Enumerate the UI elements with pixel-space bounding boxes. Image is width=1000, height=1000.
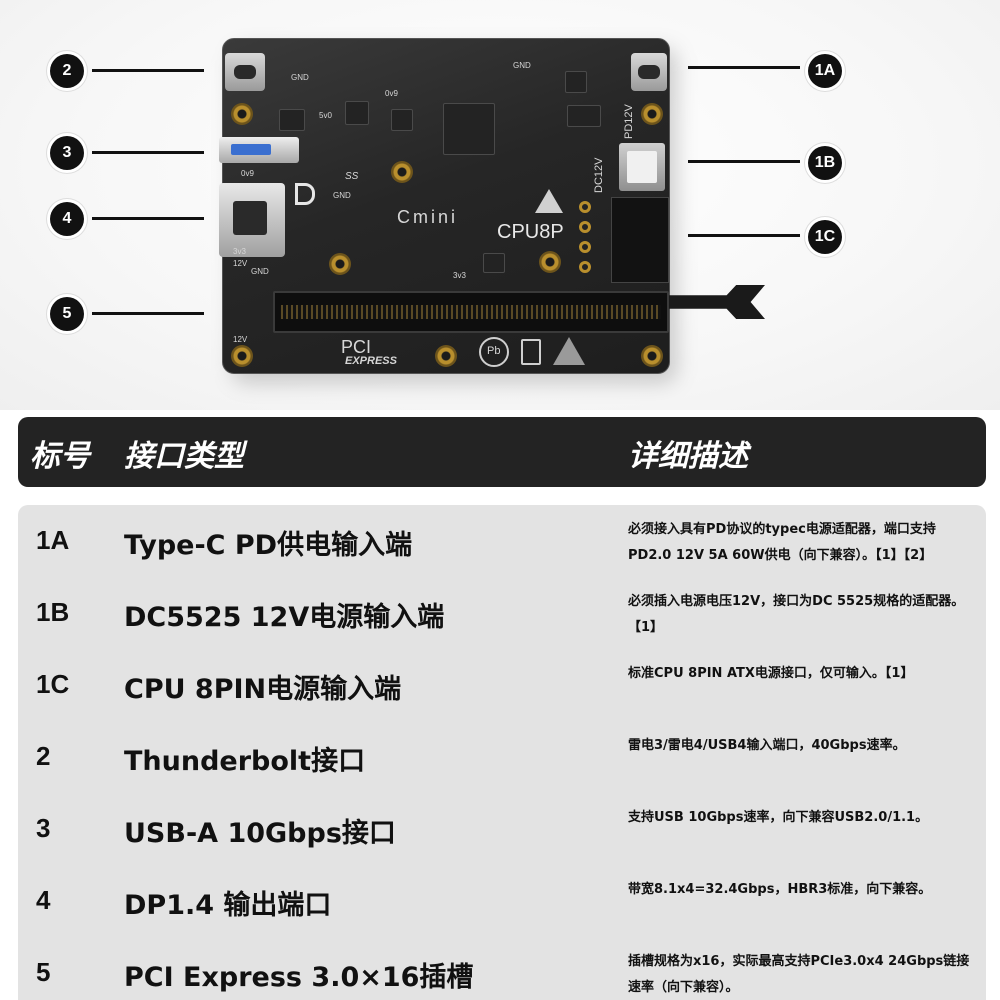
row-type: PCI Express 3.0×16插槽 — [124, 962, 474, 993]
pcb-board: Cmini CPU8P PD12V DC12V 5v0 0v9 0v9 GND … — [219, 38, 765, 374]
callout-line — [92, 312, 204, 315]
small-chip — [391, 109, 413, 131]
mounting-hole — [329, 253, 351, 275]
row-type: USB-A 10Gbps接口 — [124, 818, 396, 849]
row-desc: 带宽8.1x4=32.4Gbps，HBR3标准，向下兼容。 — [628, 882, 932, 897]
typec-pd-port — [631, 53, 667, 91]
pb-label: Pb — [487, 345, 501, 357]
displayport-logo — [295, 183, 315, 205]
callout-number: 2 — [50, 54, 84, 88]
row-code: 4 — [36, 885, 51, 915]
small-chip — [567, 105, 601, 127]
small-chip — [279, 109, 305, 131]
callout-line — [92, 69, 204, 72]
dc-jack — [619, 143, 665, 191]
pcie-latch — [669, 285, 765, 319]
v33-label: 3v3 — [453, 271, 466, 280]
usb-a-port — [219, 137, 299, 163]
cpu8p-label: CPU8P — [497, 221, 564, 243]
callout-line — [688, 234, 800, 237]
pd12v-label: PD12V — [623, 104, 635, 139]
row-code: 5 — [36, 957, 51, 987]
pin-row — [573, 199, 607, 275]
row-type: DC5525 12V电源输入端 — [124, 602, 445, 633]
lead-free-icon: Pb — [479, 337, 509, 367]
warning-icon — [535, 189, 563, 213]
weee-bin-icon — [521, 339, 541, 365]
v5-label: 5v0 — [319, 111, 332, 120]
row-type: CPU 8PIN电源输入端 — [124, 674, 402, 705]
superspeed-label: SS — [345, 171, 359, 182]
dp-port — [219, 183, 285, 257]
small-chip — [483, 253, 505, 273]
table-row: 1B DC5525 12V电源输入端 必须插入电源电压12V，接口为DC 552… — [18, 577, 986, 649]
header-type: 接口类型 — [124, 439, 244, 474]
callout-number: 5 — [50, 297, 84, 331]
controller-chip — [443, 103, 495, 155]
v09-label: 0v9 — [385, 89, 398, 98]
row-desc: 标准CPU 8PIN ATX电源接口，仅可输入。【1】 — [628, 666, 914, 681]
cmini-label: Cmini — [397, 207, 459, 227]
table-body: 1A Type-C PD供电输入端 必须接入具有PD协议的typec电源适配器，… — [18, 505, 986, 1000]
callout-line — [688, 160, 800, 163]
row-type: Type-C PD供电输入端 — [124, 530, 413, 561]
callout-line — [92, 151, 204, 154]
row-code: 3 — [36, 813, 51, 843]
callout-number: 1A — [808, 54, 842, 88]
v09-label: 0v9 — [241, 169, 254, 178]
small-chip — [345, 101, 369, 125]
callout-number: 1B — [808, 146, 842, 180]
v33-label: 3v3 — [233, 247, 246, 256]
mounting-hole — [435, 345, 457, 367]
gnd-label: GND — [251, 267, 269, 276]
dc12v-label: DC12V — [593, 157, 605, 193]
express-logo-text: EXPRESS — [345, 355, 397, 367]
callout-number: 4 — [50, 202, 84, 236]
callout-number: 3 — [50, 136, 84, 170]
gnd-label: GND — [513, 61, 531, 70]
header-code: 标号 — [30, 439, 90, 474]
ce-triangle-icon — [553, 337, 585, 365]
row-desc: 雷电3/雷电4/USB4输入端口，40Gbps速率。 — [628, 738, 906, 753]
row-desc: 必须插入电源电压12V，接口为DC 5525规格的适配器。【1】 — [628, 594, 965, 635]
pcie-slot — [273, 291, 669, 333]
small-chip — [565, 71, 587, 93]
row-desc: 插槽规格为x16，实际最高支持PCIe3.0x4 24Gbps链接速率（向下兼容… — [628, 954, 970, 995]
mounting-hole — [641, 103, 663, 125]
row-code: 2 — [36, 741, 51, 771]
mounting-hole — [391, 161, 413, 183]
mounting-hole — [231, 345, 253, 367]
row-code: 1C — [36, 669, 70, 699]
callout-line — [92, 217, 204, 220]
table-row: 5 PCI Express 3.0×16插槽 插槽规格为x16，实际最高支持PC… — [18, 937, 986, 1000]
table-header: 标号 接口类型 详细描述 — [18, 417, 986, 487]
board-illustration: Cmini CPU8P PD12V DC12V 5v0 0v9 0v9 GND … — [0, 0, 1000, 410]
row-code: 1B — [36, 597, 70, 627]
cpu-8pin-connector — [611, 197, 669, 283]
callout-number: 1C — [808, 220, 842, 254]
row-desc: 支持USB 10Gbps速率，向下兼容USB2.0/1.1。 — [628, 810, 929, 825]
row-type: Thunderbolt接口 — [124, 746, 366, 777]
gnd-label: GND — [333, 191, 351, 200]
row-code: 1A — [36, 525, 70, 555]
table-row: 1C CPU 8PIN电源输入端 标准CPU 8PIN ATX电源接口，仅可输入… — [18, 649, 986, 721]
mounting-hole — [539, 251, 561, 273]
row-type: DP1.4 输出端口 — [124, 890, 332, 921]
row-desc: 必须接入具有PD协议的typec电源适配器，端口支持PD2.0 12V 5A 6… — [628, 522, 936, 563]
table-row: 2 Thunderbolt接口 雷电3/雷电4/USB4输入端口，40Gbps速… — [18, 721, 986, 793]
thunderbolt-port — [225, 53, 265, 91]
header-desc: 详细描述 — [628, 439, 748, 474]
v12-label: 12V — [233, 259, 248, 268]
v12-label: 12V — [233, 335, 248, 344]
table-row: 1A Type-C PD供电输入端 必须接入具有PD协议的typec电源适配器，… — [18, 505, 986, 577]
gnd-label: GND — [291, 73, 309, 82]
table-row: 3 USB-A 10Gbps接口 支持USB 10Gbps速率，向下兼容USB2… — [18, 793, 986, 865]
table-row: 4 DP1.4 输出端口 带宽8.1x4=32.4Gbps，HBR3标准，向下兼… — [18, 865, 986, 937]
pci-logo-text: PCI — [341, 337, 372, 357]
mounting-hole — [231, 103, 253, 125]
callout-line — [688, 66, 800, 69]
mounting-hole — [641, 345, 663, 367]
